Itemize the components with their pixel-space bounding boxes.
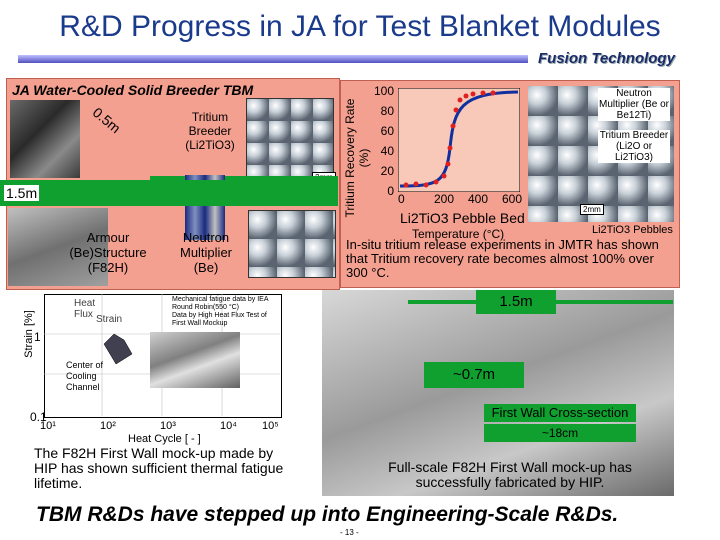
y-tick: 0 xyxy=(387,184,394,198)
tritium-breeder-box: Tritium Breeder (Li2O or Li2TiO3) xyxy=(598,130,670,163)
recovery-curve-plot xyxy=(398,88,520,192)
pebble-bed-label: Li2TiO3 Pebble Bed xyxy=(400,210,525,226)
mockup-summary: Full-scale F82H First Wall mock-up has s… xyxy=(388,459,632,490)
neutron-multiplier-box: Neutron Multiplier (Be or Be12Ti) xyxy=(598,88,670,121)
recovery-summary: In-situ tritium release experiments in J… xyxy=(346,237,659,280)
page-number: - 13 - xyxy=(340,528,359,537)
green-bar xyxy=(150,176,338,182)
mockup-dim-07m: ~0.7m xyxy=(424,362,524,388)
x-tick: 10⁴ xyxy=(220,420,237,432)
x-tick: 600 xyxy=(502,192,523,206)
dim-15m-bar xyxy=(0,180,338,206)
dim-18cm-label: ~18cm xyxy=(484,424,636,442)
x-tick: 10² xyxy=(100,420,116,432)
y-tick: 40 xyxy=(380,144,394,158)
x-tick: 400 xyxy=(468,192,489,206)
be-pebble-photo xyxy=(248,210,336,278)
fatigue-legend: Mechanical fatigue data by IEA Round Rob… xyxy=(172,296,276,328)
pebble-scale-bar: 2mm xyxy=(580,204,604,215)
x-tick: 10¹ xyxy=(40,420,56,432)
recovery-x-axis-label: Temperature (°C) xyxy=(412,227,505,241)
neutron-multiplier-label: Neutron Multiplier (Be) xyxy=(179,230,232,275)
fatigue-x-ticks: 10¹ 10² 10³ 10⁴ 10⁵ xyxy=(40,420,280,434)
strain-axis-wrap: Strain [%] xyxy=(23,294,36,414)
y-tick: 100 xyxy=(373,84,394,98)
page-title: R&D Progress in JA for Test Blanket Modu… xyxy=(59,10,661,43)
mockup-dim-15m: 1.5m xyxy=(476,290,556,314)
tbm-cutaway-image xyxy=(8,208,108,286)
pebbles-caption: Li2TiO3 Pebbles xyxy=(592,224,673,236)
brand-logo: Fusion Technology xyxy=(538,50,675,67)
tritium-breeder-label: Tritium Breeder (Li2TiO3) xyxy=(185,110,235,152)
bottom-banner: TBM R&Ds have stepped up into Engineerin… xyxy=(36,503,619,526)
legend-item-hhf: Data by High Heat Flux Test of First Wal… xyxy=(172,312,267,327)
dim-15m-label: 1.5m xyxy=(4,185,40,201)
y-tick: 20 xyxy=(380,164,394,178)
mockup-specimen-photo xyxy=(150,332,240,388)
legend-item-iea: Mechanical fatigue data by IEA Round Rob… xyxy=(172,296,269,311)
recovery-y-axis-label-wrap: Tritium Recovery Rate (%) xyxy=(343,86,371,218)
y-tick: 80 xyxy=(380,104,394,118)
strain-tick-01: 0.1 xyxy=(30,410,47,424)
tbm-title: JA Water-Cooled Solid Breeder TBM xyxy=(12,82,254,98)
title-underline xyxy=(18,55,528,63)
fatigue-summary: The F82H First Wall mock-up made by HIP … xyxy=(34,445,284,491)
armour-label: Armour (Be)Structure (F82H) xyxy=(69,230,147,275)
x-tick: 200 xyxy=(434,192,455,206)
heat-flux-label: Heat Flux xyxy=(74,298,96,320)
pebble-photo xyxy=(246,98,334,180)
recovery-y-ticks: 100 80 60 40 20 0 xyxy=(366,84,394,214)
mockup-photo xyxy=(322,290,674,496)
x-tick: 10³ xyxy=(160,420,176,432)
y-tick: 60 xyxy=(380,124,394,138)
strain-label: Strain xyxy=(96,314,123,325)
strain-tick-1: 1 xyxy=(34,330,41,344)
x-tick: 0 xyxy=(398,192,405,206)
center-cooling-label: Center of Cooling Channel xyxy=(66,360,104,392)
x-tick: 10⁵ xyxy=(262,420,279,432)
cross-section-label: First Wall Cross-section xyxy=(484,404,636,422)
tbm-module-image xyxy=(10,100,80,178)
recovery-x-ticks: 0 200 400 600 xyxy=(398,192,528,206)
fatigue-x-axis-label: Heat Cycle [ - ] xyxy=(128,433,201,445)
